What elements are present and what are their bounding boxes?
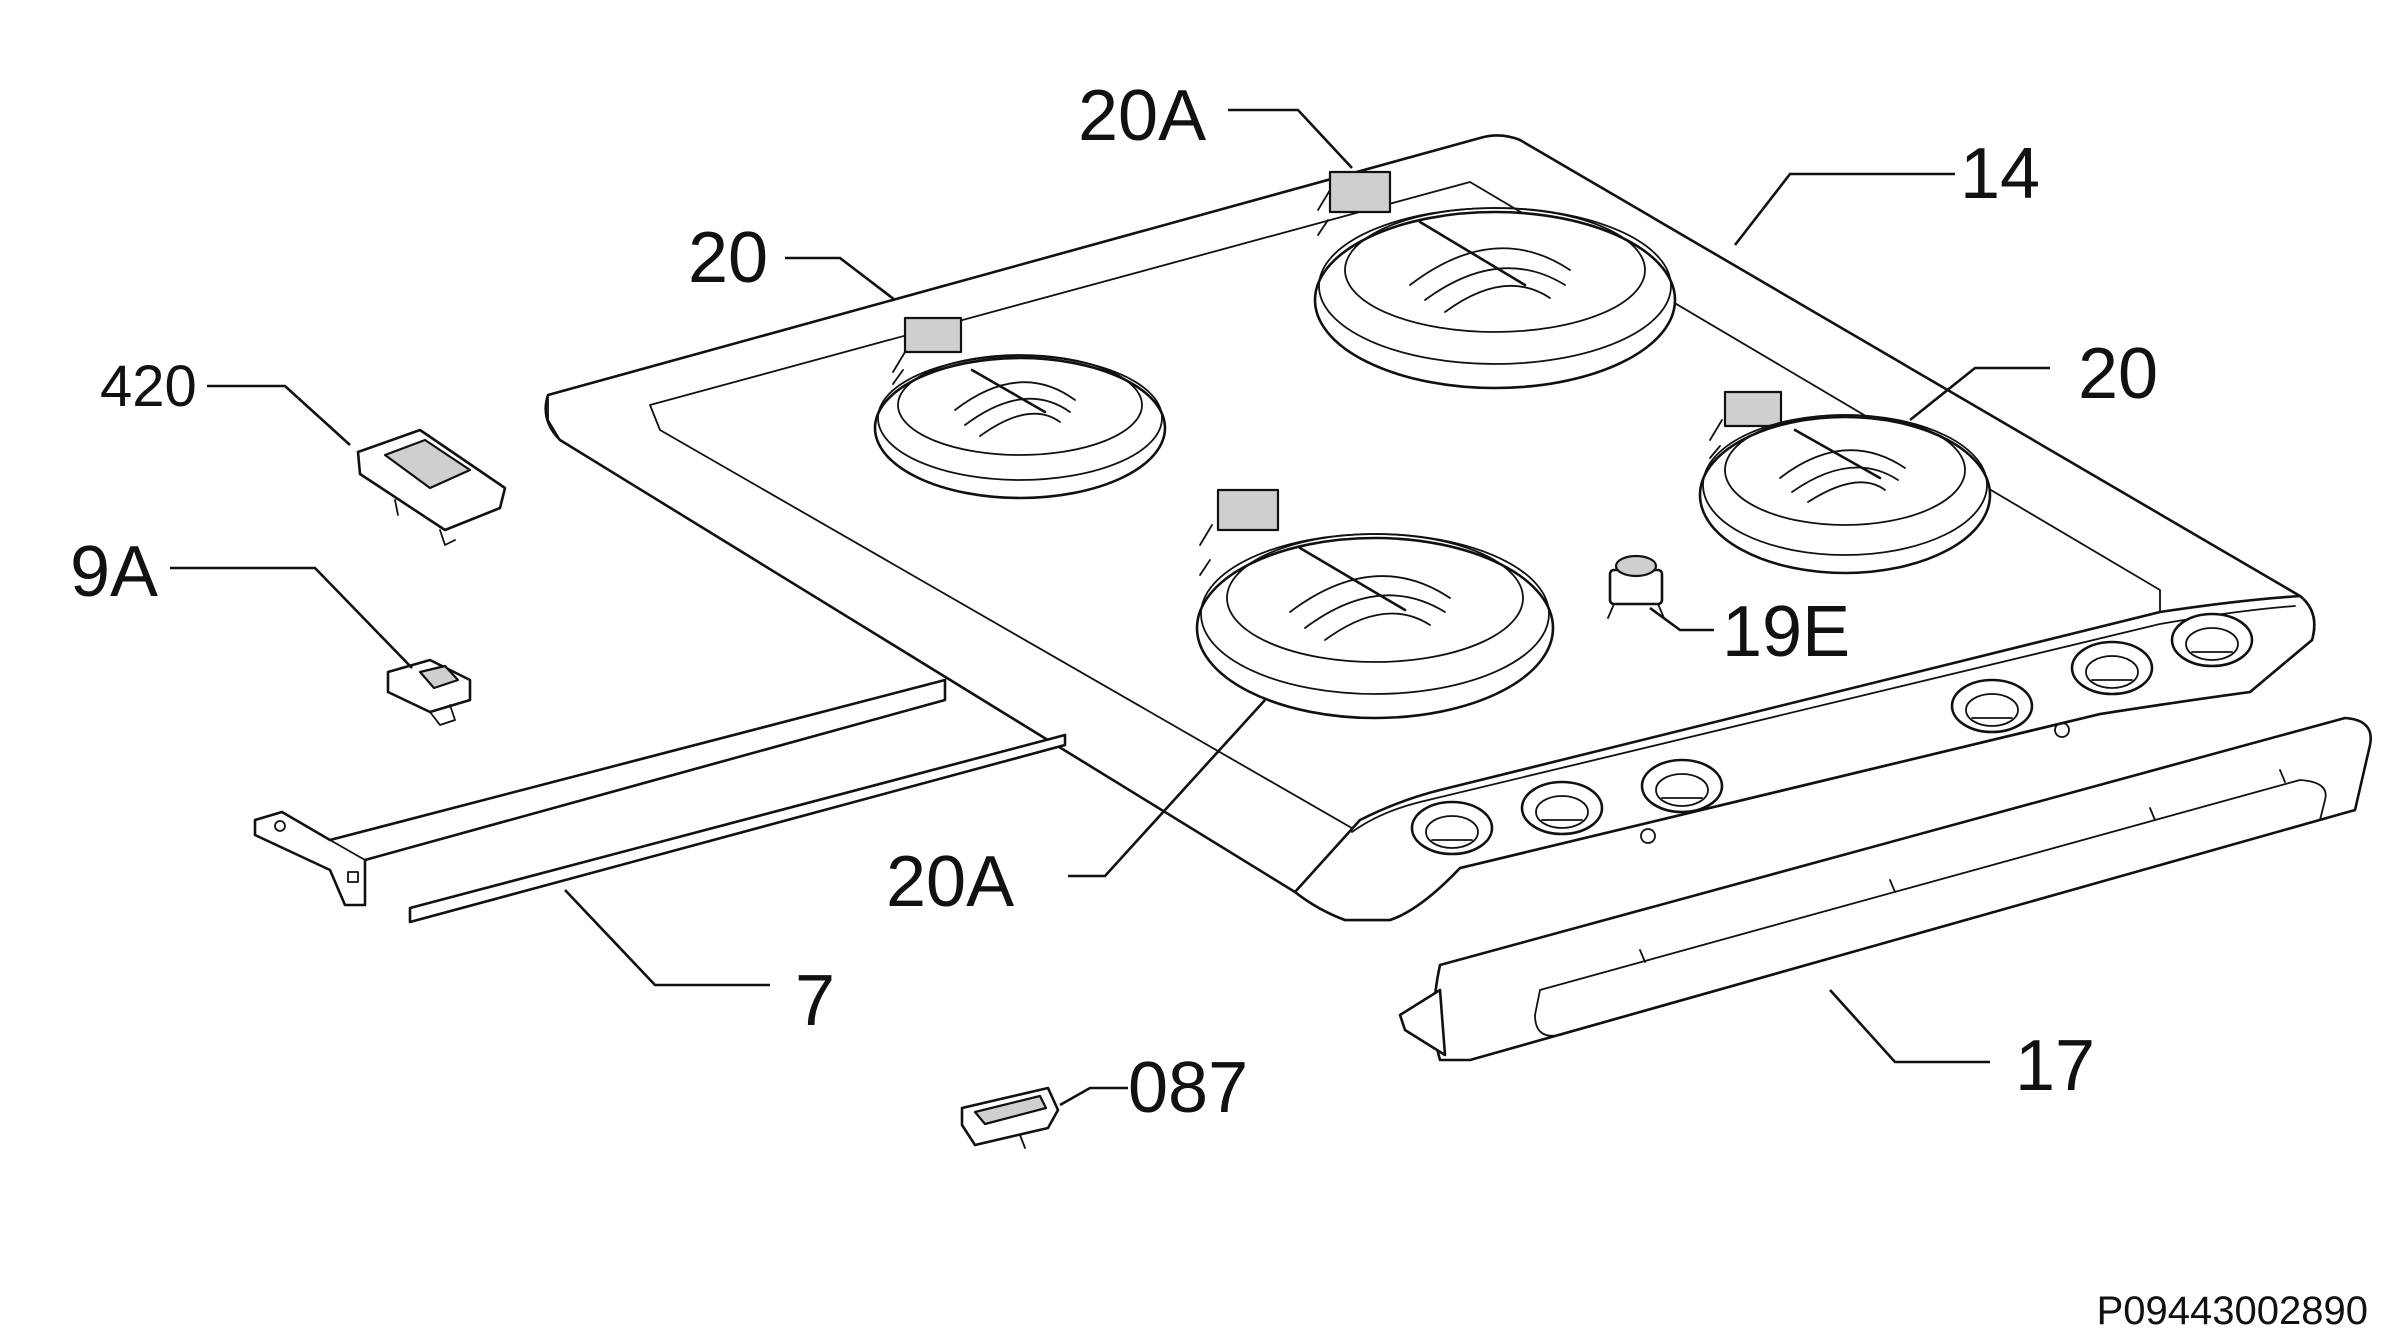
callout-14: 14 (1960, 134, 2040, 214)
control-knob-6 (2170, 612, 2254, 668)
callout-17: 17 (2015, 1026, 2095, 1106)
callout-7: 7 (795, 961, 835, 1041)
callout-420: 420 (100, 354, 197, 419)
callout-20a-bottom: 20A (886, 842, 1014, 922)
callout-19e: 19E (1722, 592, 1850, 672)
indicator-light-right (2054, 722, 2070, 738)
cooktop-panel (544, 134, 2316, 922)
bracket-part-420 (356, 428, 507, 546)
heating-element-back-right (1313, 170, 1677, 390)
drawing-code: P09443002890 (2097, 1289, 2368, 1333)
heating-element-back-left (873, 316, 1167, 500)
indicator-light-left (1640, 828, 1656, 844)
leader-lines (170, 108, 2050, 1107)
switch-part-19e (1607, 554, 1665, 619)
front-trim-part-17 (1398, 716, 2372, 1062)
callout-087: 087 (1128, 1048, 1248, 1128)
control-knob-1 (1410, 800, 1494, 856)
rear-trim-part-7 (253, 678, 1067, 924)
control-knob-2 (1520, 780, 1604, 836)
control-knob-5 (2070, 640, 2154, 696)
callout-20-right: 20 (2078, 334, 2158, 414)
callout-20-left: 20 (688, 218, 768, 298)
callout-labels: 20A 14 20 20 420 9A 19E 20A 7 17 087 P09… (70, 76, 2368, 1333)
clip-part-087 (960, 1086, 1060, 1149)
callout-9a: 9A (70, 532, 158, 612)
heating-element-front-left (1195, 488, 1555, 720)
control-knobs (1410, 612, 2254, 856)
heating-element-front-right (1698, 390, 1992, 575)
callout-20a-top: 20A (1078, 76, 1206, 156)
control-knob-3 (1640, 758, 1724, 814)
clip-part-9a (386, 658, 472, 726)
control-knob-4 (1950, 678, 2034, 734)
